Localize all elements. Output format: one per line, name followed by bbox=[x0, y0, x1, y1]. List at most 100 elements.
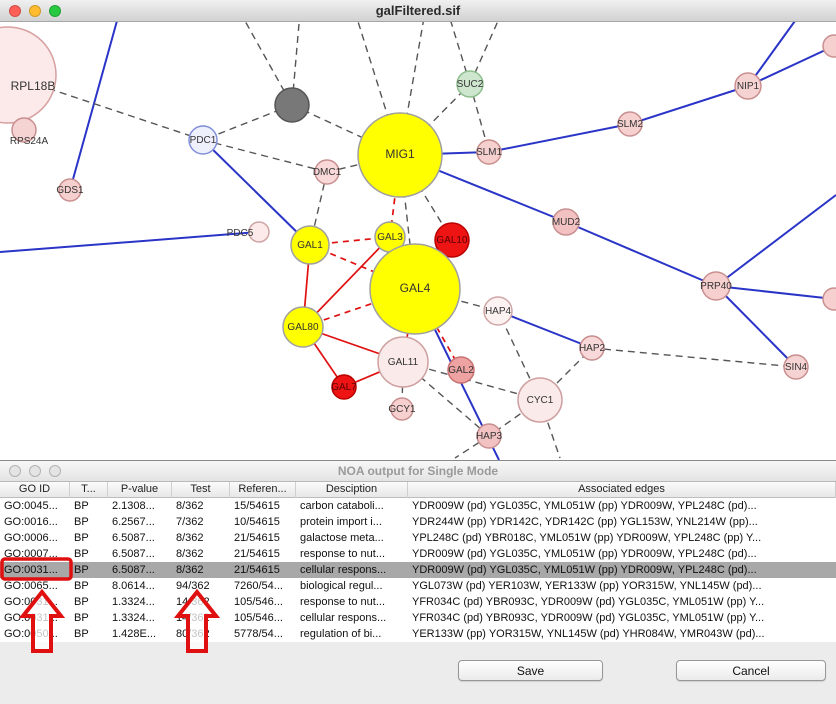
node-gal11[interactable] bbox=[377, 336, 429, 388]
graph-minimize-icon[interactable] bbox=[29, 4, 41, 17]
column-header[interactable]: Desciption bbox=[296, 482, 408, 498]
column-header[interactable]: P-value bbox=[108, 482, 172, 498]
graph-close-icon[interactable] bbox=[9, 4, 21, 17]
table-cell: BP bbox=[74, 612, 89, 624]
node-mig1[interactable] bbox=[357, 112, 443, 198]
table-cell: carbon cataboli... bbox=[300, 500, 384, 512]
cancel-button[interactable]: Cancel bbox=[676, 660, 826, 681]
node-rps24a[interactable] bbox=[11, 117, 37, 143]
node-pdc5[interactable] bbox=[248, 221, 270, 243]
column-header[interactable]: T... bbox=[70, 482, 108, 498]
column-header[interactable]: Referen... bbox=[230, 482, 296, 498]
node-label-dmc1: DMC1 bbox=[313, 167, 342, 178]
table-cell: response to nut... bbox=[300, 548, 385, 560]
node-hap3[interactable] bbox=[476, 423, 502, 449]
node-dmc1[interactable] bbox=[314, 159, 340, 185]
node-slm2[interactable] bbox=[617, 111, 643, 137]
node-hap4[interactable] bbox=[483, 296, 513, 326]
node-sin4[interactable] bbox=[783, 354, 809, 380]
node-hap2[interactable] bbox=[579, 335, 605, 361]
noa-zoom-icon[interactable] bbox=[49, 465, 61, 477]
node-prp40[interactable] bbox=[701, 271, 731, 301]
node-gcy1[interactable] bbox=[390, 397, 414, 421]
table-cell: BP bbox=[74, 548, 89, 560]
node-label-gal10: GAL10 bbox=[436, 235, 468, 246]
node-gal10[interactable] bbox=[434, 222, 470, 258]
save-button[interactable]: Save bbox=[458, 660, 603, 681]
node-mr_node[interactable] bbox=[822, 287, 836, 311]
table-cell: BP bbox=[74, 628, 89, 640]
table-cell: 8/362 bbox=[176, 564, 204, 576]
node-gal7[interactable] bbox=[331, 374, 357, 400]
node-gal2[interactable] bbox=[447, 356, 475, 384]
column-header[interactable]: Test bbox=[172, 482, 230, 498]
node-label-hap2: HAP2 bbox=[579, 343, 606, 354]
node-label-nip1: NIP1 bbox=[737, 81, 760, 92]
table-cell: GO:0031... bbox=[4, 612, 58, 624]
table-cell: 6.5087... bbox=[112, 548, 155, 560]
table-cell: 8/362 bbox=[176, 500, 204, 512]
node-gal80[interactable] bbox=[282, 306, 324, 348]
graph-edge bbox=[591, 347, 797, 368]
column-header[interactable]: Associated edges bbox=[408, 482, 836, 498]
table-cell: biological regul... bbox=[300, 580, 383, 592]
graph-zoom-icon[interactable] bbox=[49, 4, 61, 17]
node-label-mud2: MUD2 bbox=[552, 217, 581, 228]
node-label-pdc5: PDC5 bbox=[227, 228, 254, 239]
node-mud2[interactable] bbox=[552, 208, 580, 236]
graph-edge bbox=[497, 310, 593, 349]
graph-edge bbox=[202, 139, 311, 246]
node-gal4[interactable] bbox=[369, 243, 461, 335]
node-label-gal2: GAL2 bbox=[448, 365, 474, 376]
node-suc2[interactable] bbox=[456, 70, 484, 98]
node-rpl18b[interactable] bbox=[0, 26, 57, 124]
noa-close-icon[interactable] bbox=[9, 465, 21, 477]
table-cell: 1.3324... bbox=[112, 612, 155, 624]
node-nip1[interactable] bbox=[734, 72, 762, 100]
table-cell: GO:0045... bbox=[4, 500, 58, 512]
node-label-suc2: SUC2 bbox=[457, 79, 484, 90]
table-cell: 8.0614... bbox=[112, 580, 155, 592]
node-slm1[interactable] bbox=[476, 139, 502, 165]
node-cyc1[interactable] bbox=[517, 377, 563, 423]
noa-minimize-icon[interactable] bbox=[29, 465, 41, 477]
table-cell: GO:0006... bbox=[4, 532, 58, 544]
table-cell: 6.5087... bbox=[112, 564, 155, 576]
node-label-gal11: GAL11 bbox=[388, 357, 419, 368]
table-cell: 21/54615 bbox=[234, 532, 280, 544]
table-cell: protein import i... bbox=[300, 516, 382, 528]
node-label-gal7: GAL7 bbox=[331, 382, 357, 393]
column-header[interactable]: GO ID bbox=[0, 482, 70, 498]
table-cell: response to nut... bbox=[300, 596, 385, 608]
table-cell: 7/362 bbox=[176, 516, 204, 528]
graph-edge bbox=[715, 194, 836, 287]
table-cell: GO:0016... bbox=[4, 516, 58, 528]
node-label-sin4: SIN4 bbox=[785, 362, 808, 373]
table-cell: 94/362 bbox=[176, 580, 210, 592]
node-gds1[interactable] bbox=[58, 178, 82, 202]
table-cell: galactose meta... bbox=[300, 532, 384, 544]
graph-edge bbox=[69, 9, 121, 191]
node-gal1[interactable] bbox=[290, 225, 330, 265]
node-darknode[interactable] bbox=[274, 87, 310, 123]
node-tr_node[interactable] bbox=[822, 34, 836, 58]
table-cell: 15/54615 bbox=[234, 500, 280, 512]
graph-edge bbox=[539, 399, 561, 459]
table-cell: YGL073W (pd) YER103W, YER133W (pp) YOR31… bbox=[412, 580, 762, 592]
table-cell: BP bbox=[74, 580, 89, 592]
node-pdc1[interactable] bbox=[188, 125, 218, 155]
